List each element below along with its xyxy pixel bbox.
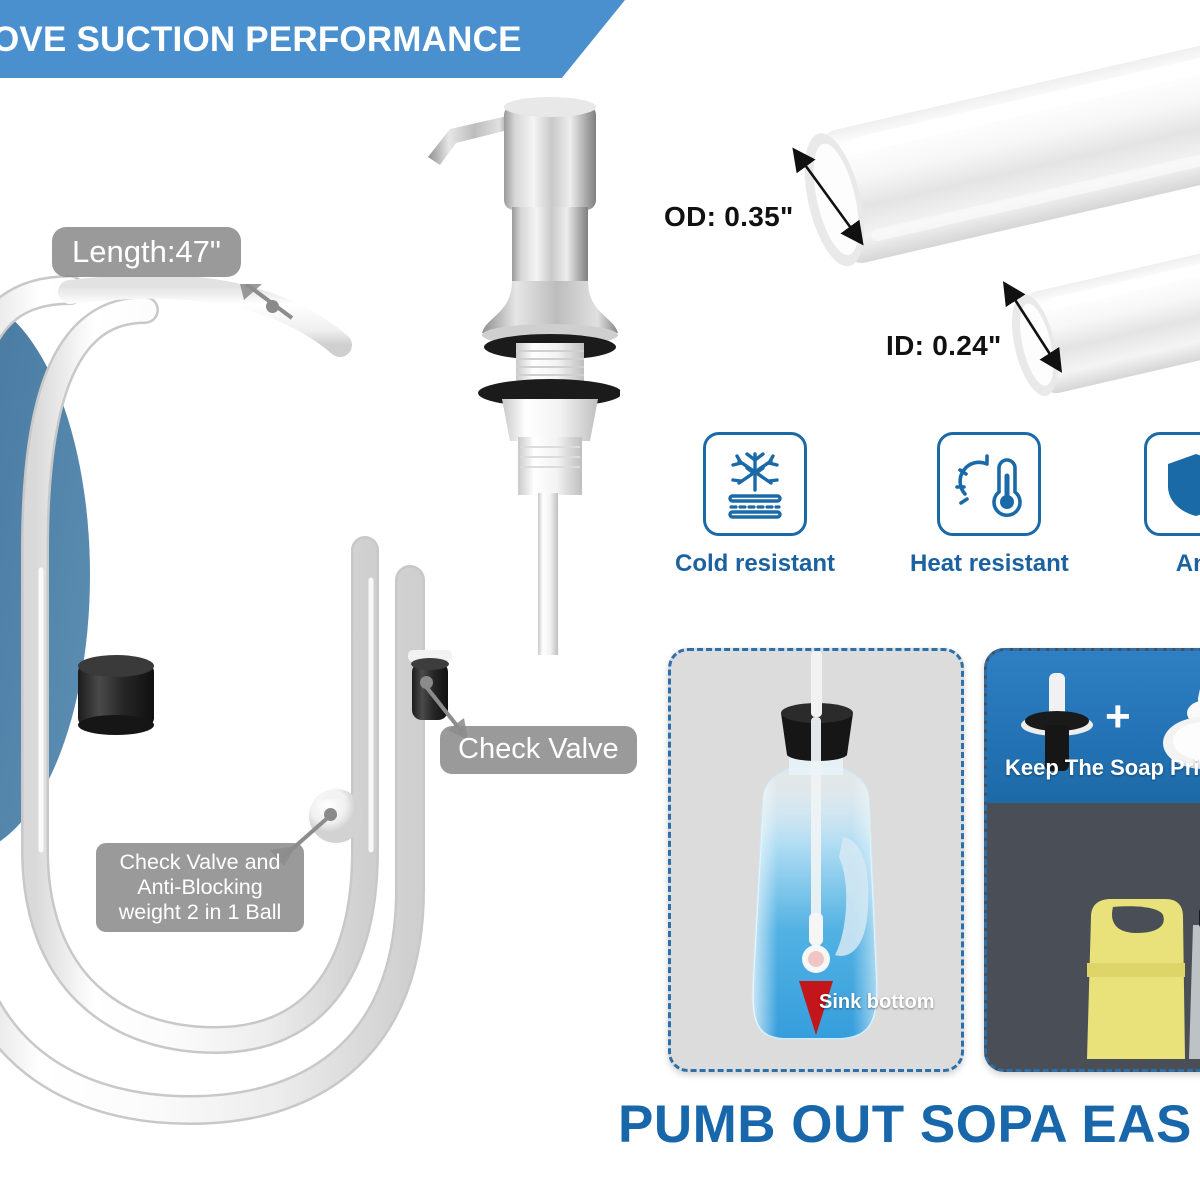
check-valve-callout: Check Valve <box>440 726 637 774</box>
ball-callout-line-3: weight 2 in 1 Ball <box>118 900 282 925</box>
shield-icon <box>1167 454 1200 516</box>
anti-blocking-weight <box>78 655 154 735</box>
sink-bottom-label: Sink bottom <box>819 991 935 1013</box>
plus-icon: + <box>1105 692 1131 741</box>
feature-label: Heat resistant <box>910 550 1069 577</box>
sink-bottom-panel: Sink bottom <box>668 648 964 1072</box>
feature-anti-corrosion: Ant <box>1143 432 1200 592</box>
keep-soap-primed-panel: + Keep The Soap Primed <box>984 648 1200 1072</box>
length-callout: Length:47" <box>52 227 241 277</box>
tube-cutaway-illustration <box>792 43 1200 396</box>
soap-pump-dispenser <box>428 97 620 655</box>
white-ball-valve-part-image <box>1163 663 1200 769</box>
length-anchor-dot <box>266 300 279 313</box>
footer-headline: PUMB OUT SOPA EAS <box>618 1095 1192 1154</box>
banner-title: OVE SUCTION PERFORMANCE <box>0 19 522 59</box>
inner-diameter-label: ID: 0.24" <box>886 330 1002 361</box>
sun-thermometer-icon <box>955 454 1023 518</box>
check-valve-anchor-dot <box>420 676 433 689</box>
feature-label: Cold resistant <box>675 550 836 577</box>
feature-heat-resistant: Heat resistant <box>910 432 1069 592</box>
heat-resistant-icon-box <box>937 432 1042 536</box>
soap-hose-illustration <box>0 274 425 1126</box>
cold-resistant-icon-box <box>703 432 808 536</box>
ball-valve-callout: Check Valve and Anti-Blocking weight 2 i… <box>96 843 304 933</box>
feature-cold-resistant: Cold resistant <box>675 432 835 592</box>
feature-icon-row: Cold resistant <box>675 432 1200 592</box>
primed-demo-photo <box>987 803 1200 1069</box>
snowflake-icon <box>728 452 782 519</box>
primed-caption: Keep The Soap Primed <box>1005 755 1200 780</box>
header-banner: OVE SUCTION PERFORMANCE <box>0 0 625 78</box>
ball-callout-line-2: Anti-Blocking <box>137 875 263 900</box>
ball-anchor-dot <box>324 808 337 821</box>
black-valve-part-image <box>1021 673 1093 771</box>
anti-corrosion-icon-box <box>1143 432 1200 536</box>
ball-callout-line-1: Check Valve and <box>119 850 281 874</box>
outer-diameter-label: OD: 0.35" <box>664 201 794 232</box>
feature-label: Ant <box>1175 550 1200 577</box>
bottle-illustration <box>751 651 879 1040</box>
